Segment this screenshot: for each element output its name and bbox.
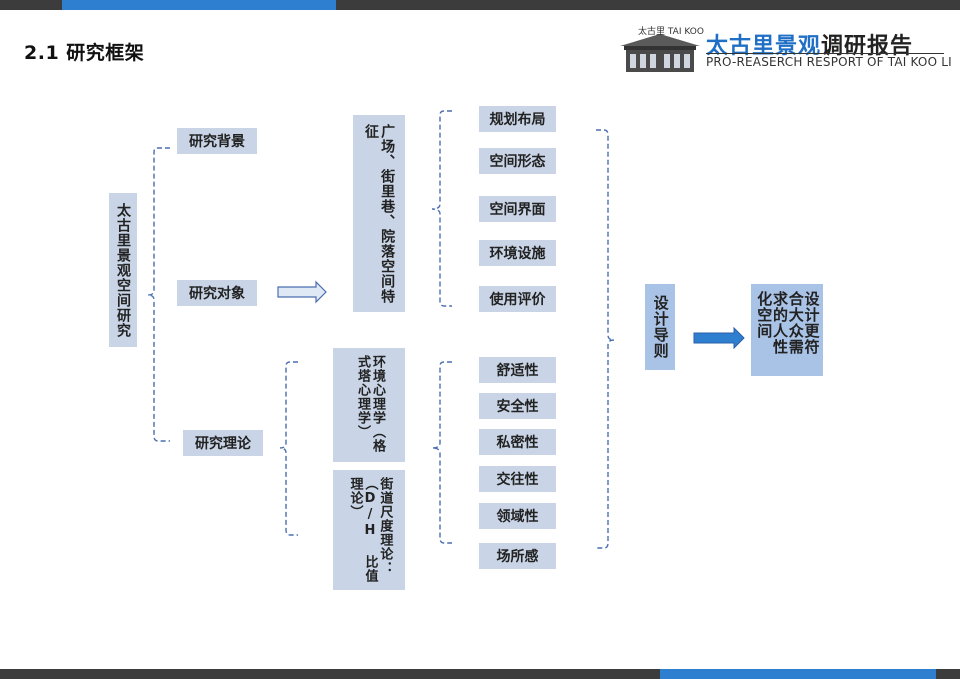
- theory-item: 交往性: [479, 466, 556, 492]
- theory-2-label: 街道尺度理论：（D/H 比值理论）: [347, 477, 393, 583]
- theory-item: 领域性: [479, 503, 556, 529]
- object-feature-label: 广场、街里巷、院落空间特征: [363, 123, 396, 304]
- top-bar-accent: [62, 0, 336, 10]
- branch-theory: 研究理论: [183, 430, 263, 456]
- goal-node: 设计更符合大众需求的人性化空间: [751, 284, 823, 376]
- guide-label: 设计导则: [651, 295, 670, 359]
- theory-node-2: 街道尺度理论：（D/H 比值理论）: [333, 470, 405, 590]
- theory-item: 舒适性: [479, 357, 556, 383]
- theory-node-1: 环境心理学（格式塔心理学）: [333, 348, 405, 462]
- root-node: 太古里景观空间研究: [109, 193, 137, 347]
- feature-item: 空间形态: [479, 148, 556, 174]
- root-label: 太古里景观空间研究: [115, 202, 132, 338]
- root-bracket: [147, 147, 170, 442]
- feature-item: 空间界面: [479, 196, 556, 222]
- guide-arrow-icon: [693, 326, 745, 350]
- bottom-bar: [0, 669, 960, 679]
- theory-item: 私密性: [479, 429, 556, 455]
- report-logo: 太古里 TAI KOO LI 太古里景观调研报告 PRO-REASERCH RE…: [616, 24, 952, 76]
- bottom-bar-accent: [660, 669, 936, 679]
- logo-emblem-text: 太古里 TAI KOO LI: [638, 25, 704, 37]
- building-logo-icon: 太古里 TAI KOO LI: [620, 25, 714, 72]
- theory-items-bracket: [431, 361, 452, 544]
- feature-item: 规划布局: [479, 106, 556, 132]
- theory-bracket: [279, 361, 298, 536]
- page-title: 2.1 研究框架: [24, 42, 145, 64]
- object-arrow-icon: [277, 280, 327, 304]
- guide-bracket: [596, 129, 615, 549]
- guide-node: 设计导则: [645, 284, 675, 370]
- logo-title-dark: 调研报告: [821, 34, 914, 59]
- theory-item: 安全性: [479, 393, 556, 419]
- branch-background: 研究背景: [177, 128, 257, 154]
- logo-main-title: 太古里景观调研报告: [706, 28, 913, 60]
- logo-subtitle: PRO-REASERCH RESPORT OF TAI KOO LI: [706, 55, 952, 69]
- feature-item: 环境设施: [479, 240, 556, 266]
- logo-title-blue: 太古里景观: [706, 34, 822, 59]
- object-feature-node: 广场、街里巷、院落空间特征: [353, 115, 405, 312]
- theory-item: 场所感: [479, 543, 556, 569]
- theory-1-label: 环境心理学（格式塔心理学）: [355, 355, 385, 453]
- logo-divider: [706, 53, 944, 54]
- top-bar: [0, 0, 960, 10]
- branch-object: 研究对象: [177, 280, 257, 306]
- feature-bracket: [431, 110, 452, 307]
- feature-item: 使用评价: [479, 286, 556, 312]
- goal-label: 设计更符合大众需求的人性化空间: [755, 291, 821, 355]
